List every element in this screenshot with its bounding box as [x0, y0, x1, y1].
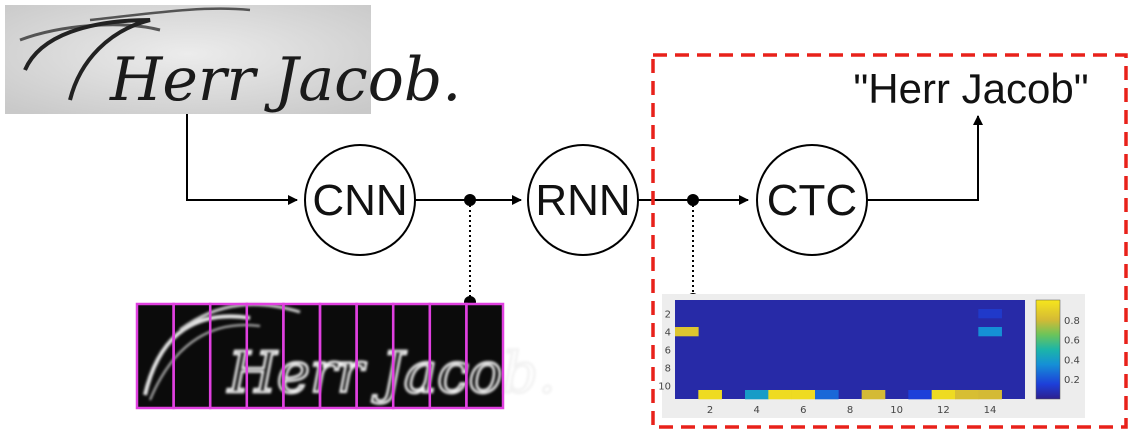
heatmap-y-tick: 8 — [665, 364, 671, 375]
heatmap-x-tick: 8 — [847, 405, 853, 416]
heatmap-x-tick: 2 — [707, 405, 713, 416]
output-text: "Herr Jacob" — [853, 65, 1088, 112]
heatmap-background — [675, 300, 1025, 399]
heatmap-cell — [745, 390, 769, 400]
heatmap-x-tick: 4 — [753, 405, 759, 416]
heatmap-cell — [955, 390, 979, 400]
heatmap-cell — [978, 309, 1002, 319]
heatmap-cell — [675, 327, 699, 337]
heatmap-cell — [791, 390, 816, 400]
heatmap-cell — [861, 390, 886, 400]
colorbar-ticks: 0.8 0.6 0.4 0.2 — [1064, 316, 1080, 386]
rnn-node: RNN — [527, 144, 639, 256]
ctc-region-box — [651, 53, 1128, 429]
ctc-label: CTC — [767, 176, 857, 225]
heatmap-x-tick: 14 — [984, 405, 997, 416]
heatmap-cell — [815, 390, 839, 400]
heatmap-cell — [931, 390, 956, 400]
heatmap-cells — [675, 300, 1025, 400]
heatmap-cell — [768, 390, 792, 400]
ctc-node: CTC — [756, 144, 868, 256]
heatmap-cell — [698, 390, 722, 400]
ctc-probability-heatmap: 2 4 6 8 10 12 14 2 4 6 8 10 0.8 0.6 0.4 0.2 — [658, 294, 1085, 418]
ctc-output-arrow — [867, 115, 983, 201]
cnn-label: CNN — [312, 176, 407, 225]
cnn-node: CNN — [304, 144, 416, 256]
input-handwriting-image: Herr Jacob. — [5, 5, 461, 115]
heatmap-y-tick: 4 — [665, 328, 671, 339]
colorbar-tick: 0.8 — [1064, 316, 1080, 327]
heatmap-x-tick: 12 — [937, 405, 950, 416]
heatmap-colorbar — [1035, 299, 1061, 400]
heatmap-x-tick: 10 — [890, 405, 903, 416]
heatmap-cell — [978, 327, 1002, 337]
heatmap-y-tick: 2 — [665, 310, 671, 321]
feature-strip-text: Herr Jacob. — [227, 341, 556, 406]
heatmap-y-tick: 6 — [665, 346, 671, 357]
colorbar-tick: 0.6 — [1064, 336, 1080, 347]
heatmap-y-tick: 10 — [658, 382, 671, 393]
heatmap-cell — [978, 390, 1002, 400]
feature-frame — [465, 302, 505, 410]
feature-strip-frames — [135, 302, 505, 410]
heatmap-y-ticks: 2 4 6 8 10 — [658, 310, 671, 393]
heatmap-x-ticks: 2 4 6 8 10 12 14 — [707, 405, 997, 416]
input-arrow — [186, 114, 298, 205]
input-handwriting-text: Herr Jacob. — [109, 45, 461, 115]
colorbar-tick: 0.4 — [1064, 355, 1080, 366]
heatmap-x-tick: 6 — [800, 405, 806, 416]
colorbar-tick: 0.2 — [1064, 375, 1080, 386]
rnn-label: RNN — [535, 176, 630, 225]
cnn-feature-strip: Herr Jacob. — [135, 302, 557, 410]
heatmap-cell — [908, 390, 932, 400]
